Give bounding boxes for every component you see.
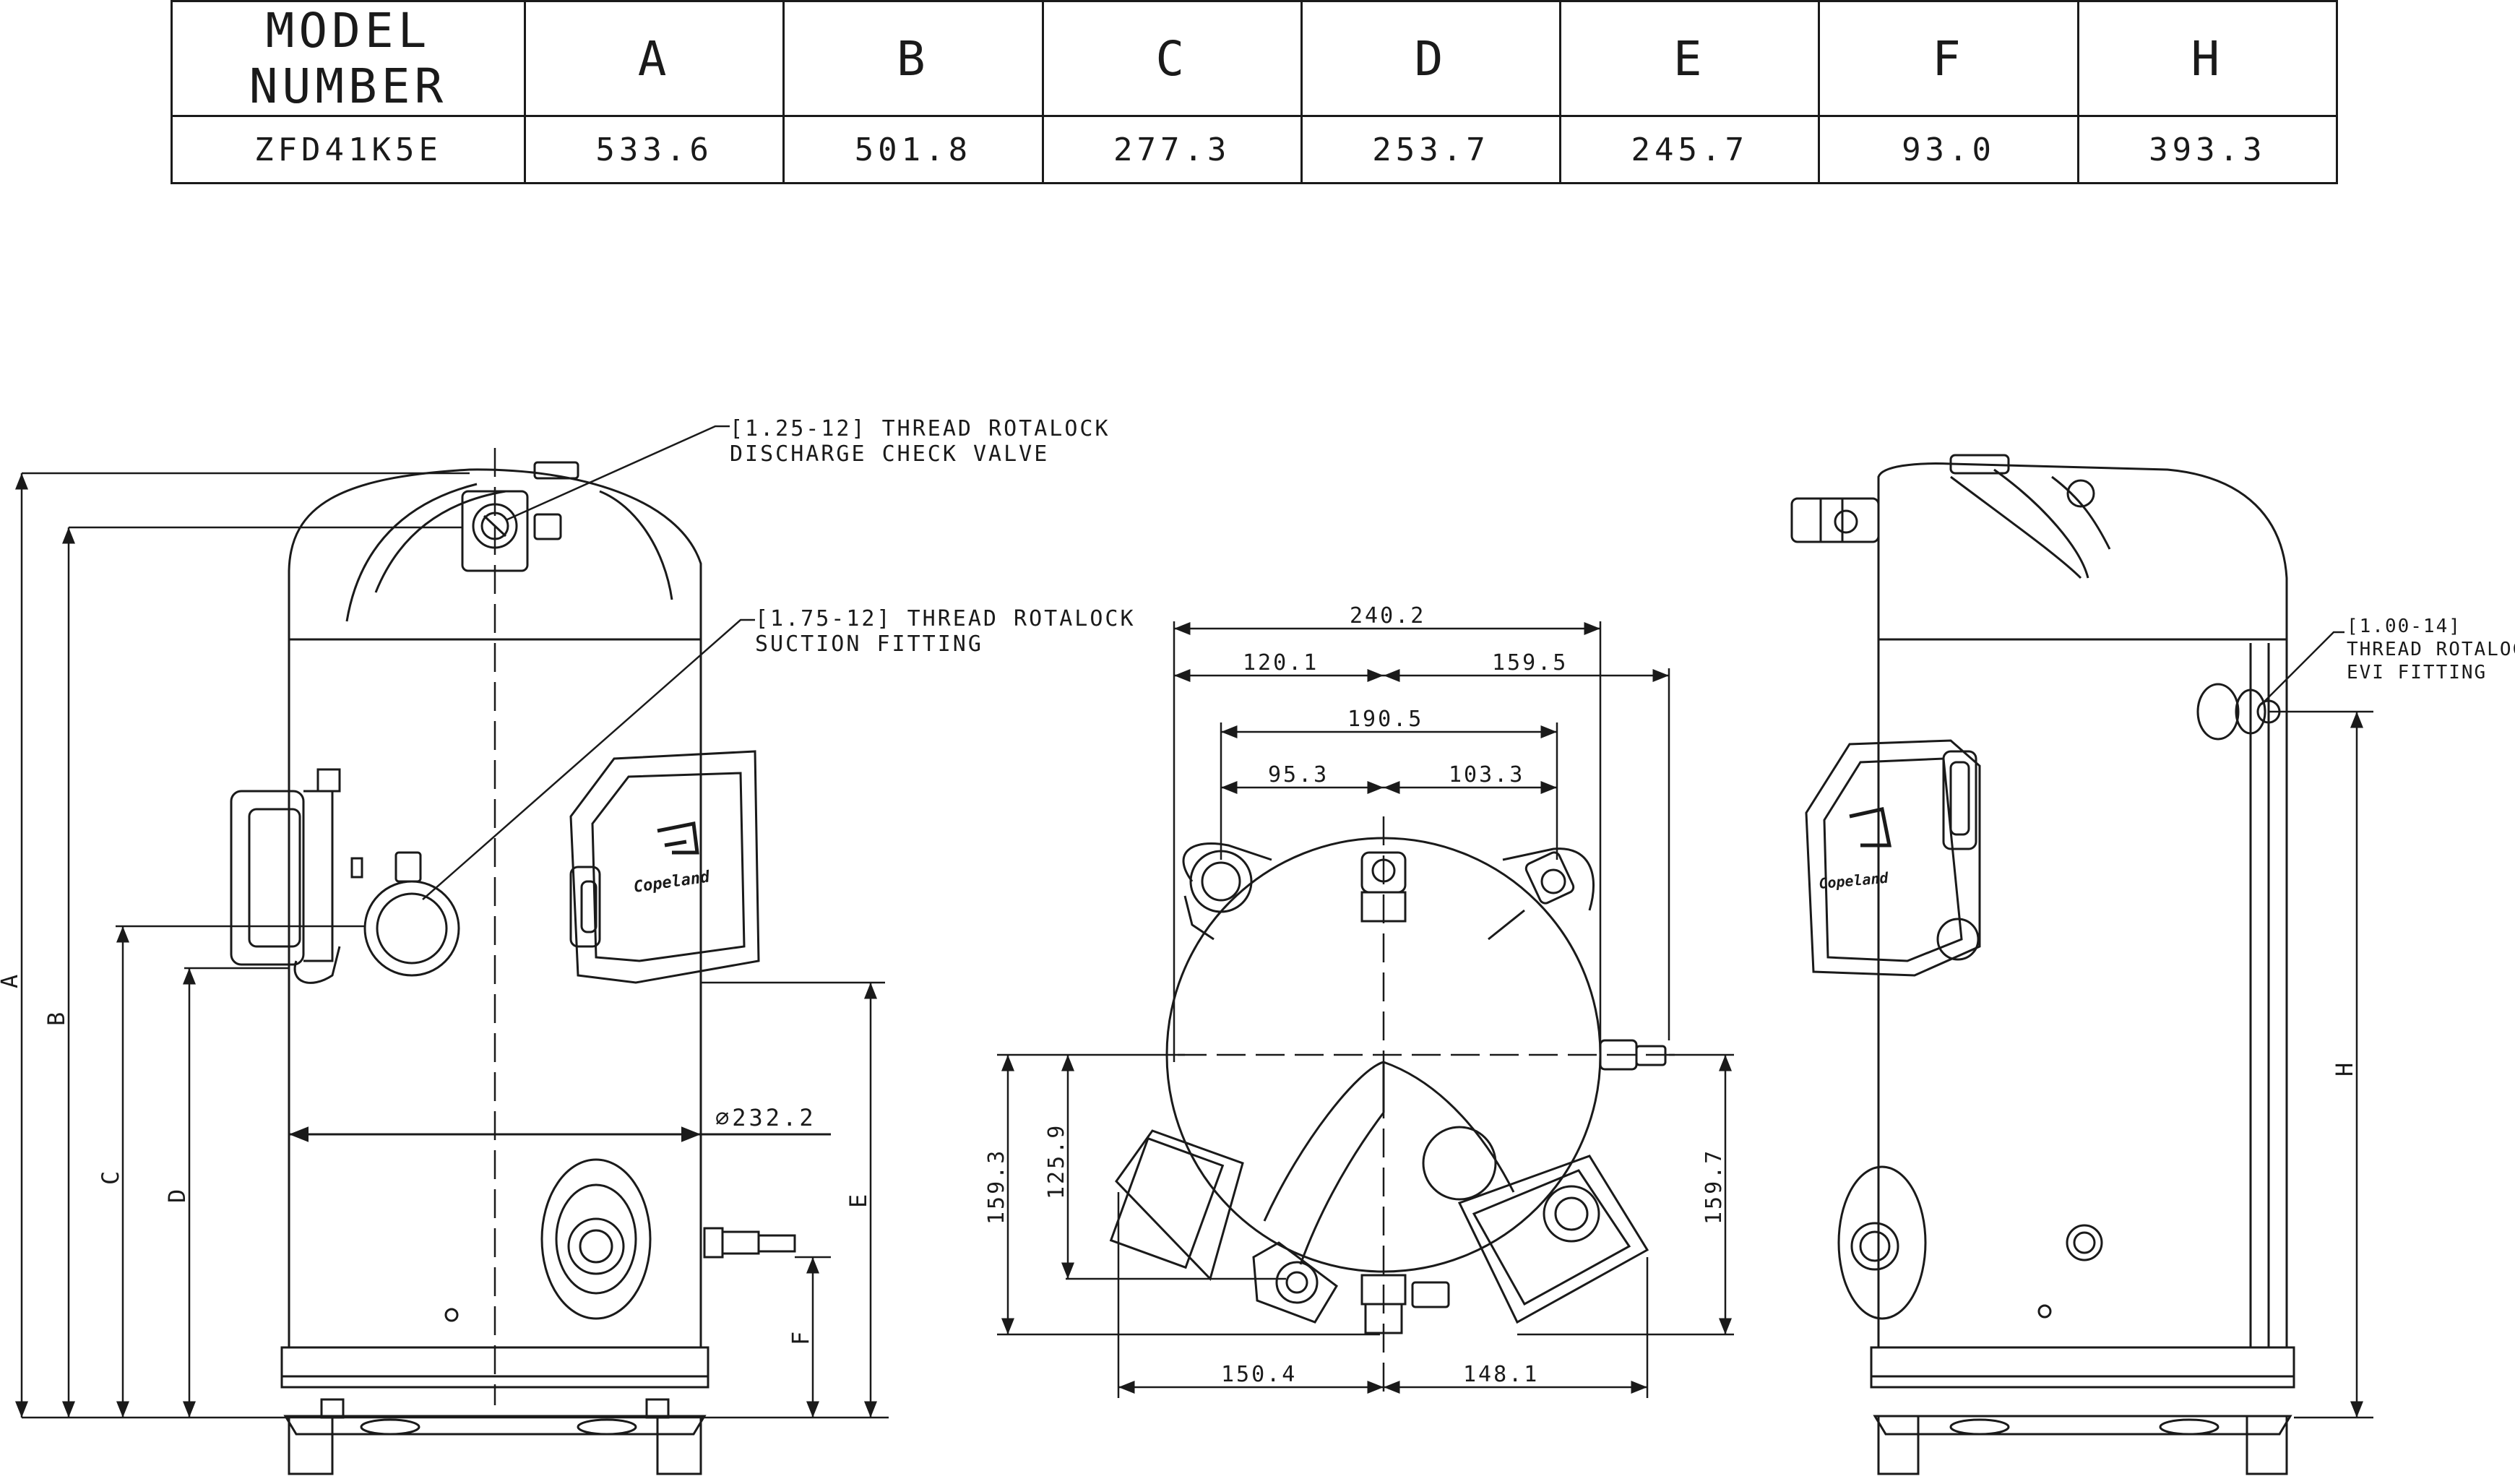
dim-left-inner-height: 125.9 — [1044, 1123, 1069, 1199]
table-cell: 93.0 — [1818, 115, 2079, 184]
top-view — [1109, 816, 1683, 1394]
table-cell: 393.3 — [2076, 115, 2339, 184]
brand-logo-front: Copeland — [632, 868, 711, 897]
dimension-table: MODEL NUMBER A B C D E F H ZFD41K5E 533.… — [171, 0, 2339, 184]
evi-callout-line3: EVI FITTING — [2347, 662, 2487, 683]
table-cell: 501.8 — [782, 115, 1044, 184]
evi-callout-line2: THREAD ROTALOCK — [2347, 639, 2515, 660]
dim-right-of-center: 159.5 — [1492, 650, 1568, 676]
discharge-callout-line1: [1.25-12] THREAD ROTALOCK — [730, 416, 1110, 441]
table-header-row: MODEL NUMBER A B C D E F H — [171, 0, 2339, 117]
table-cell: ZFD41K5E — [171, 115, 526, 184]
dim-overall-width: 240.2 — [1350, 603, 1425, 629]
dim-letter-d: D — [163, 1189, 191, 1203]
dim-letter-b: B — [43, 1012, 70, 1026]
dim-left-to-center: 120.1 — [1243, 650, 1319, 676]
front-dimension-lines — [15, 472, 889, 1419]
diameter-label: ⌀232.2 — [715, 1104, 816, 1131]
suction-callout-line1: [1.75-12] THREAD ROTALOCK — [755, 606, 1136, 631]
table-cell: 245.7 — [1559, 115, 1821, 184]
dim-letter-a: A — [0, 975, 23, 988]
dim-letter-c: C — [97, 1171, 124, 1185]
table-header-cell: C — [1041, 0, 1303, 117]
table-cell: 277.3 — [1041, 115, 1303, 184]
discharge-callout-line2: DISCHARGE CHECK VALVE — [730, 441, 1049, 467]
dim-bottom-left: 150.4 — [1221, 1362, 1297, 1387]
dim-bottom-right: 148.1 — [1463, 1362, 1539, 1387]
table-header-cell: D — [1300, 0, 1562, 117]
table-header-cell: E — [1559, 0, 1821, 117]
dim-letter-h: H — [2331, 1063, 2358, 1077]
dim-mount-right: 103.3 — [1449, 762, 1524, 788]
table-header-cell: H — [2076, 0, 2339, 117]
side-view — [1790, 454, 2373, 1475]
front-callout-leaders — [422, 425, 755, 900]
table-cell: 253.7 — [1300, 115, 1562, 184]
table-header-cell: B — [782, 0, 1044, 117]
table-row: ZFD41K5E 533.6 501.8 277.3 253.7 245.7 9… — [171, 115, 2339, 184]
top-dimension-lines — [997, 621, 1734, 1398]
dim-mount-left: 95.3 — [1268, 762, 1329, 788]
front-view — [230, 448, 831, 1475]
dim-letter-f: F — [787, 1332, 814, 1345]
evi-callout-line1: [1.00-14] — [2347, 616, 2462, 637]
table-header-cell: F — [1818, 0, 2079, 117]
dim-letter-e: E — [845, 1194, 872, 1208]
dim-mount-span: 190.5 — [1347, 707, 1423, 732]
suction-callout-line2: SUCTION FITTING — [755, 631, 983, 657]
table-header-cell: A — [523, 0, 785, 117]
table-cell: 533.6 — [523, 115, 785, 184]
dim-right-height: 159.7 — [1701, 1149, 1727, 1225]
table-header-cell: MODEL NUMBER — [171, 0, 526, 117]
dim-left-height: 159.3 — [984, 1149, 1009, 1225]
